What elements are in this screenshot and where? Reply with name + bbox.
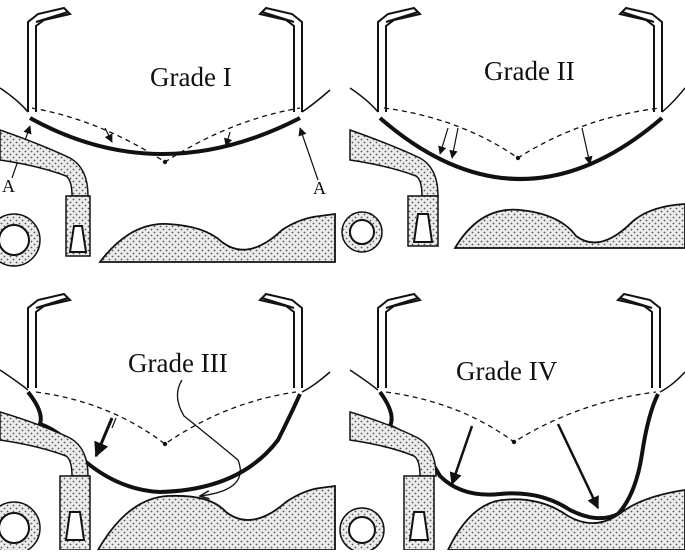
stippled-tissue <box>98 212 336 263</box>
panel-grade-1: Grade I A A <box>0 6 336 267</box>
cavity-floor <box>29 116 301 156</box>
grade-1-label: Grade I <box>150 62 232 92</box>
panel-grade-4: Grade IV <box>339 292 685 553</box>
marker-a-right-arrow <box>298 127 319 181</box>
original-contour <box>385 391 657 443</box>
retractor-left <box>27 6 72 112</box>
retractor-right <box>258 6 303 112</box>
cavity-floor <box>26 390 302 495</box>
retractor-right <box>258 292 303 388</box>
retractor-right <box>618 6 663 112</box>
marker-a-right: A <box>313 178 326 198</box>
retractor-left <box>27 292 72 388</box>
retractor-left <box>377 292 422 388</box>
cavity-floor <box>378 116 664 181</box>
panel-grade-3: Grade III <box>0 292 336 555</box>
grade-4-label: Grade IV <box>456 356 558 386</box>
retractor-right <box>616 292 661 388</box>
grade-3-leader-arrow <box>176 379 241 496</box>
panel-grade-2: Grade II <box>341 6 685 253</box>
marker-a-left: A <box>2 176 15 196</box>
grade-2-label: Grade II <box>484 56 575 86</box>
grade-3-label: Grade III <box>128 348 228 378</box>
retractor-left <box>377 6 422 112</box>
original-contour <box>35 391 297 445</box>
